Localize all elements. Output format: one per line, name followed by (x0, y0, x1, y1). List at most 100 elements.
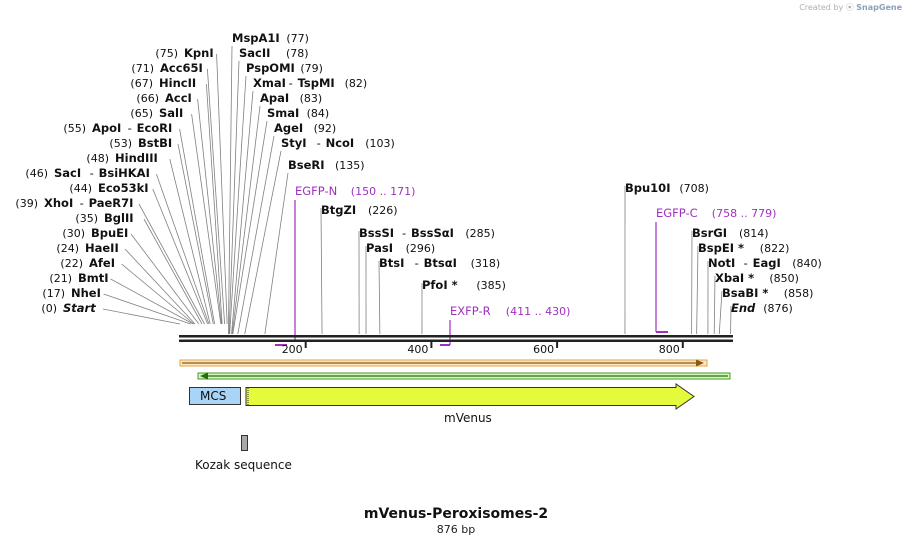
feature-kozak-label: Kozak sequence (195, 458, 292, 472)
site-sacii[interactable]: SacII(78) (239, 46, 309, 60)
site-name: Eco53kI (98, 181, 149, 195)
site-leader-line (216, 53, 228, 325)
site-leader-line (696, 245, 699, 335)
site-pfoi[interactable]: PfoI * (385) (422, 278, 506, 292)
site-btsi[interactable]: BtsI-BtsαI(318) (379, 256, 500, 270)
site-bpu10i[interactable]: Bpu10I(708) (625, 181, 709, 195)
site-bpuei[interactable]: (30)BpuEI (62, 226, 128, 240)
orf-forward[interactable] (179, 359, 708, 367)
feature-mcs-label: MCS (200, 389, 226, 403)
primer-name: EGFP-C (656, 206, 698, 220)
site-acci[interactable]: (66)AccI (136, 91, 191, 105)
site-styi[interactable]: StyI-NcoI(103) (281, 136, 395, 150)
site-position: (39) (15, 197, 38, 210)
site-alt-name: BtsαI (424, 256, 457, 270)
site-leader-line (320, 207, 323, 335)
site-bseri[interactable]: BseRI(135) (288, 158, 365, 172)
sequence-length: 876 bp (436, 523, 476, 536)
site-position: (79) (300, 62, 323, 75)
site-name: BtsI (379, 256, 404, 270)
site-position: (75) (155, 47, 178, 60)
site-name: SacI (54, 166, 81, 180)
site-xmai[interactable]: XmaI-TspMI(82) (253, 76, 367, 90)
site-sali[interactable]: (65) SalI (130, 106, 183, 120)
site-name: BglII (104, 211, 134, 225)
site-name: ApaI (260, 91, 289, 105)
site-position: (78) (286, 47, 309, 60)
site-position: (103) (365, 137, 395, 150)
primer-name: EXFP-R (450, 304, 491, 318)
site-name: KpnI (184, 46, 214, 60)
site-name: BmtI (78, 271, 109, 285)
site-name: SalI (159, 106, 183, 120)
site-leader-line (152, 188, 209, 325)
site-name: SmaI (267, 106, 299, 120)
site-apai[interactable]: ApaI (83) (260, 91, 322, 105)
feature-kozak[interactable]: Kozak sequence (195, 435, 292, 473)
site-leader-line (378, 260, 381, 335)
feature-mvenus[interactable]: mVenus (245, 383, 695, 425)
site-hincii[interactable]: (67)HincII (130, 76, 196, 90)
site-afei[interactable]: (22)AfeI (60, 256, 115, 270)
site-saci[interactable]: (46)SacI-BsiHKAI (25, 166, 149, 180)
primer-egfp-n[interactable]: EGFP-N(150 .. 171) (275, 184, 415, 346)
primer-exfp-r[interactable]: EXFP-R(411 .. 430) (440, 304, 570, 346)
site-haeii[interactable]: (24)HaeII (56, 241, 118, 255)
site-leader-line (718, 290, 723, 335)
site-agei[interactable]: AgeI(92) (274, 121, 336, 135)
site-position: (83) (300, 92, 323, 105)
feature-mcs-box (189, 387, 241, 405)
site-position: (65) (130, 107, 153, 120)
site-leader-line (179, 128, 215, 325)
site-bsrgi[interactable]: BsrGI(814) (692, 226, 769, 240)
site-pspomi[interactable]: PspOMI (79) (246, 61, 323, 75)
site-noti[interactable]: NotI-EagI(840) (708, 256, 822, 270)
site-mspa1i[interactable]: MspA1I(77) (232, 31, 309, 45)
site-xbai[interactable]: XbaI *(850) (715, 271, 799, 285)
site-bstbi[interactable]: (53)BstBI (109, 136, 172, 150)
site-bglii[interactable]: (35)BglII (75, 211, 133, 225)
site-smai[interactable]: SmaI(84) (267, 106, 329, 120)
feature-mcs[interactable]: MCS (189, 387, 241, 405)
site-kpni[interactable]: (75) KpnI (155, 46, 213, 60)
site-leader-line (232, 120, 268, 335)
site-position: (82) (345, 77, 368, 90)
ruler-tick-label: 600 (533, 343, 554, 356)
site-leader-line (103, 293, 191, 325)
site-end[interactable]: End(876) (731, 301, 793, 315)
site-bsssi[interactable]: BssSI-BssSαI(285) (359, 226, 495, 240)
backbone-top-strand (179, 335, 733, 338)
orf-reverse[interactable] (197, 372, 731, 380)
site-bspei[interactable]: BspEI *(822) (698, 241, 789, 255)
site-leader-line (228, 60, 240, 335)
site-name: PfoI * (422, 278, 458, 292)
site-btgzi[interactable]: BtgZI(226) (321, 203, 398, 217)
site-leader-line (206, 83, 223, 325)
site-name: XhoI (44, 196, 73, 210)
site-name: BsaBI * (722, 286, 768, 300)
site-start[interactable]: (0)Start (41, 301, 96, 315)
site-bmti[interactable]: (21)BmtI (49, 271, 108, 285)
site-position: (53) (109, 137, 132, 150)
primer-name: EGFP-N (295, 184, 337, 198)
site-apoi[interactable]: (55)ApoI-EcoRI (63, 121, 172, 135)
site-name: BspEI * (698, 241, 744, 255)
primer-egfp-c[interactable]: EGFP-C(758 .. 779) (655, 206, 776, 333)
site-name: PspOMI (246, 61, 295, 75)
site-position: (46) (25, 167, 48, 180)
site-position: (48) (86, 152, 109, 165)
site-position: (92) (314, 122, 337, 135)
site-acc65i[interactable]: (71)Acc65I (131, 61, 202, 75)
site-hindiii[interactable]: (48)HindIII (86, 151, 157, 165)
site-bsabi[interactable]: BsaBI *(858) (722, 286, 813, 300)
site-position: (385) (476, 279, 506, 292)
backbone-bottom-strand (179, 339, 733, 342)
site-name: BssSI (359, 226, 394, 240)
site-eco53ki[interactable]: (44)Eco53kI (69, 181, 148, 195)
site-xhoi[interactable]: (39)XhoI-PaeR7I (15, 196, 133, 210)
site-nhei[interactable]: (17)NheI (42, 286, 100, 300)
site-pasi[interactable]: PasI(296) (366, 241, 435, 255)
ruler-tick-label: 800 (659, 343, 680, 356)
site-dash: - (289, 76, 293, 90)
site-name: Bpu10I (625, 181, 670, 195)
